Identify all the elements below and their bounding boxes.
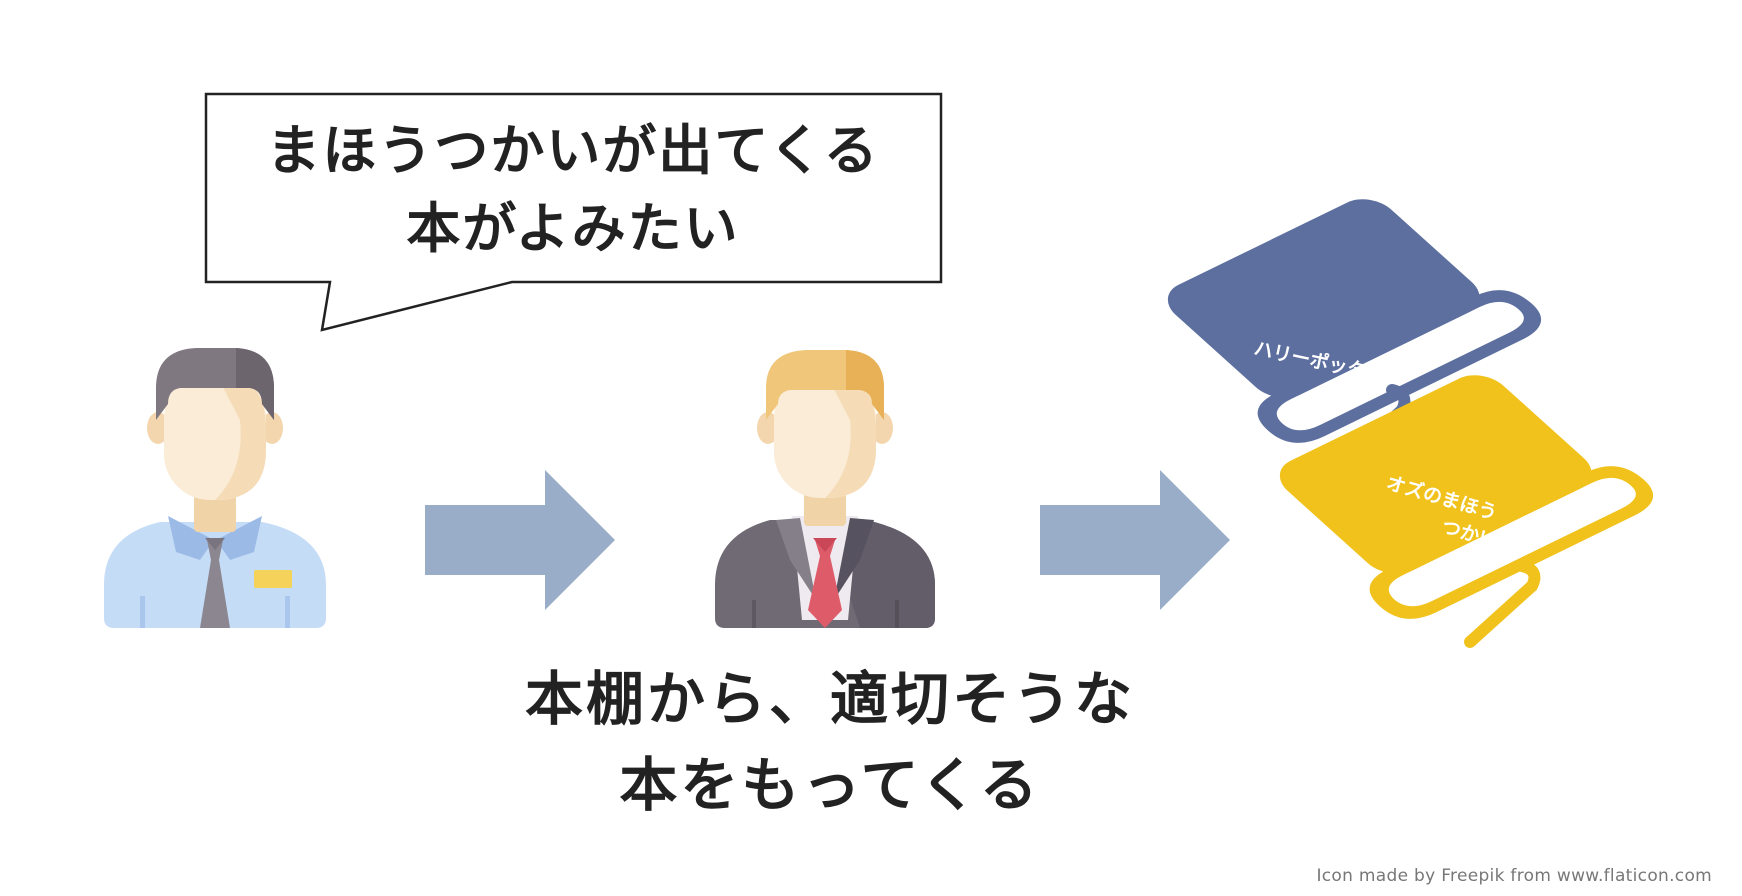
librarian-caption: 本棚から、適切そうな 本をもってくる [460,656,1200,828]
caption-line-2: 本をもってくる [619,751,1041,819]
book-icon: ハリーポッター [1167,199,1542,474]
speech-line-2: 本がよみたい [406,197,740,260]
caption-line-1: 本棚から、適切そうな [524,665,1135,733]
customer-person-icon [104,348,326,628]
librarian-person-icon [715,350,935,628]
arrow-right-icon [425,470,615,610]
arrow-right-icon [1040,470,1230,610]
icon-credit: Icon made by Freepik from www.flaticon.c… [1316,866,1712,886]
speech-bubble-text: まほうつかいが出てくる 本がよみたい [207,112,939,268]
speech-bubble [204,92,943,332]
book-icon: オズのまほう つかい [1279,375,1654,648]
speech-line-1: まほうつかいが出てくる [266,119,880,182]
